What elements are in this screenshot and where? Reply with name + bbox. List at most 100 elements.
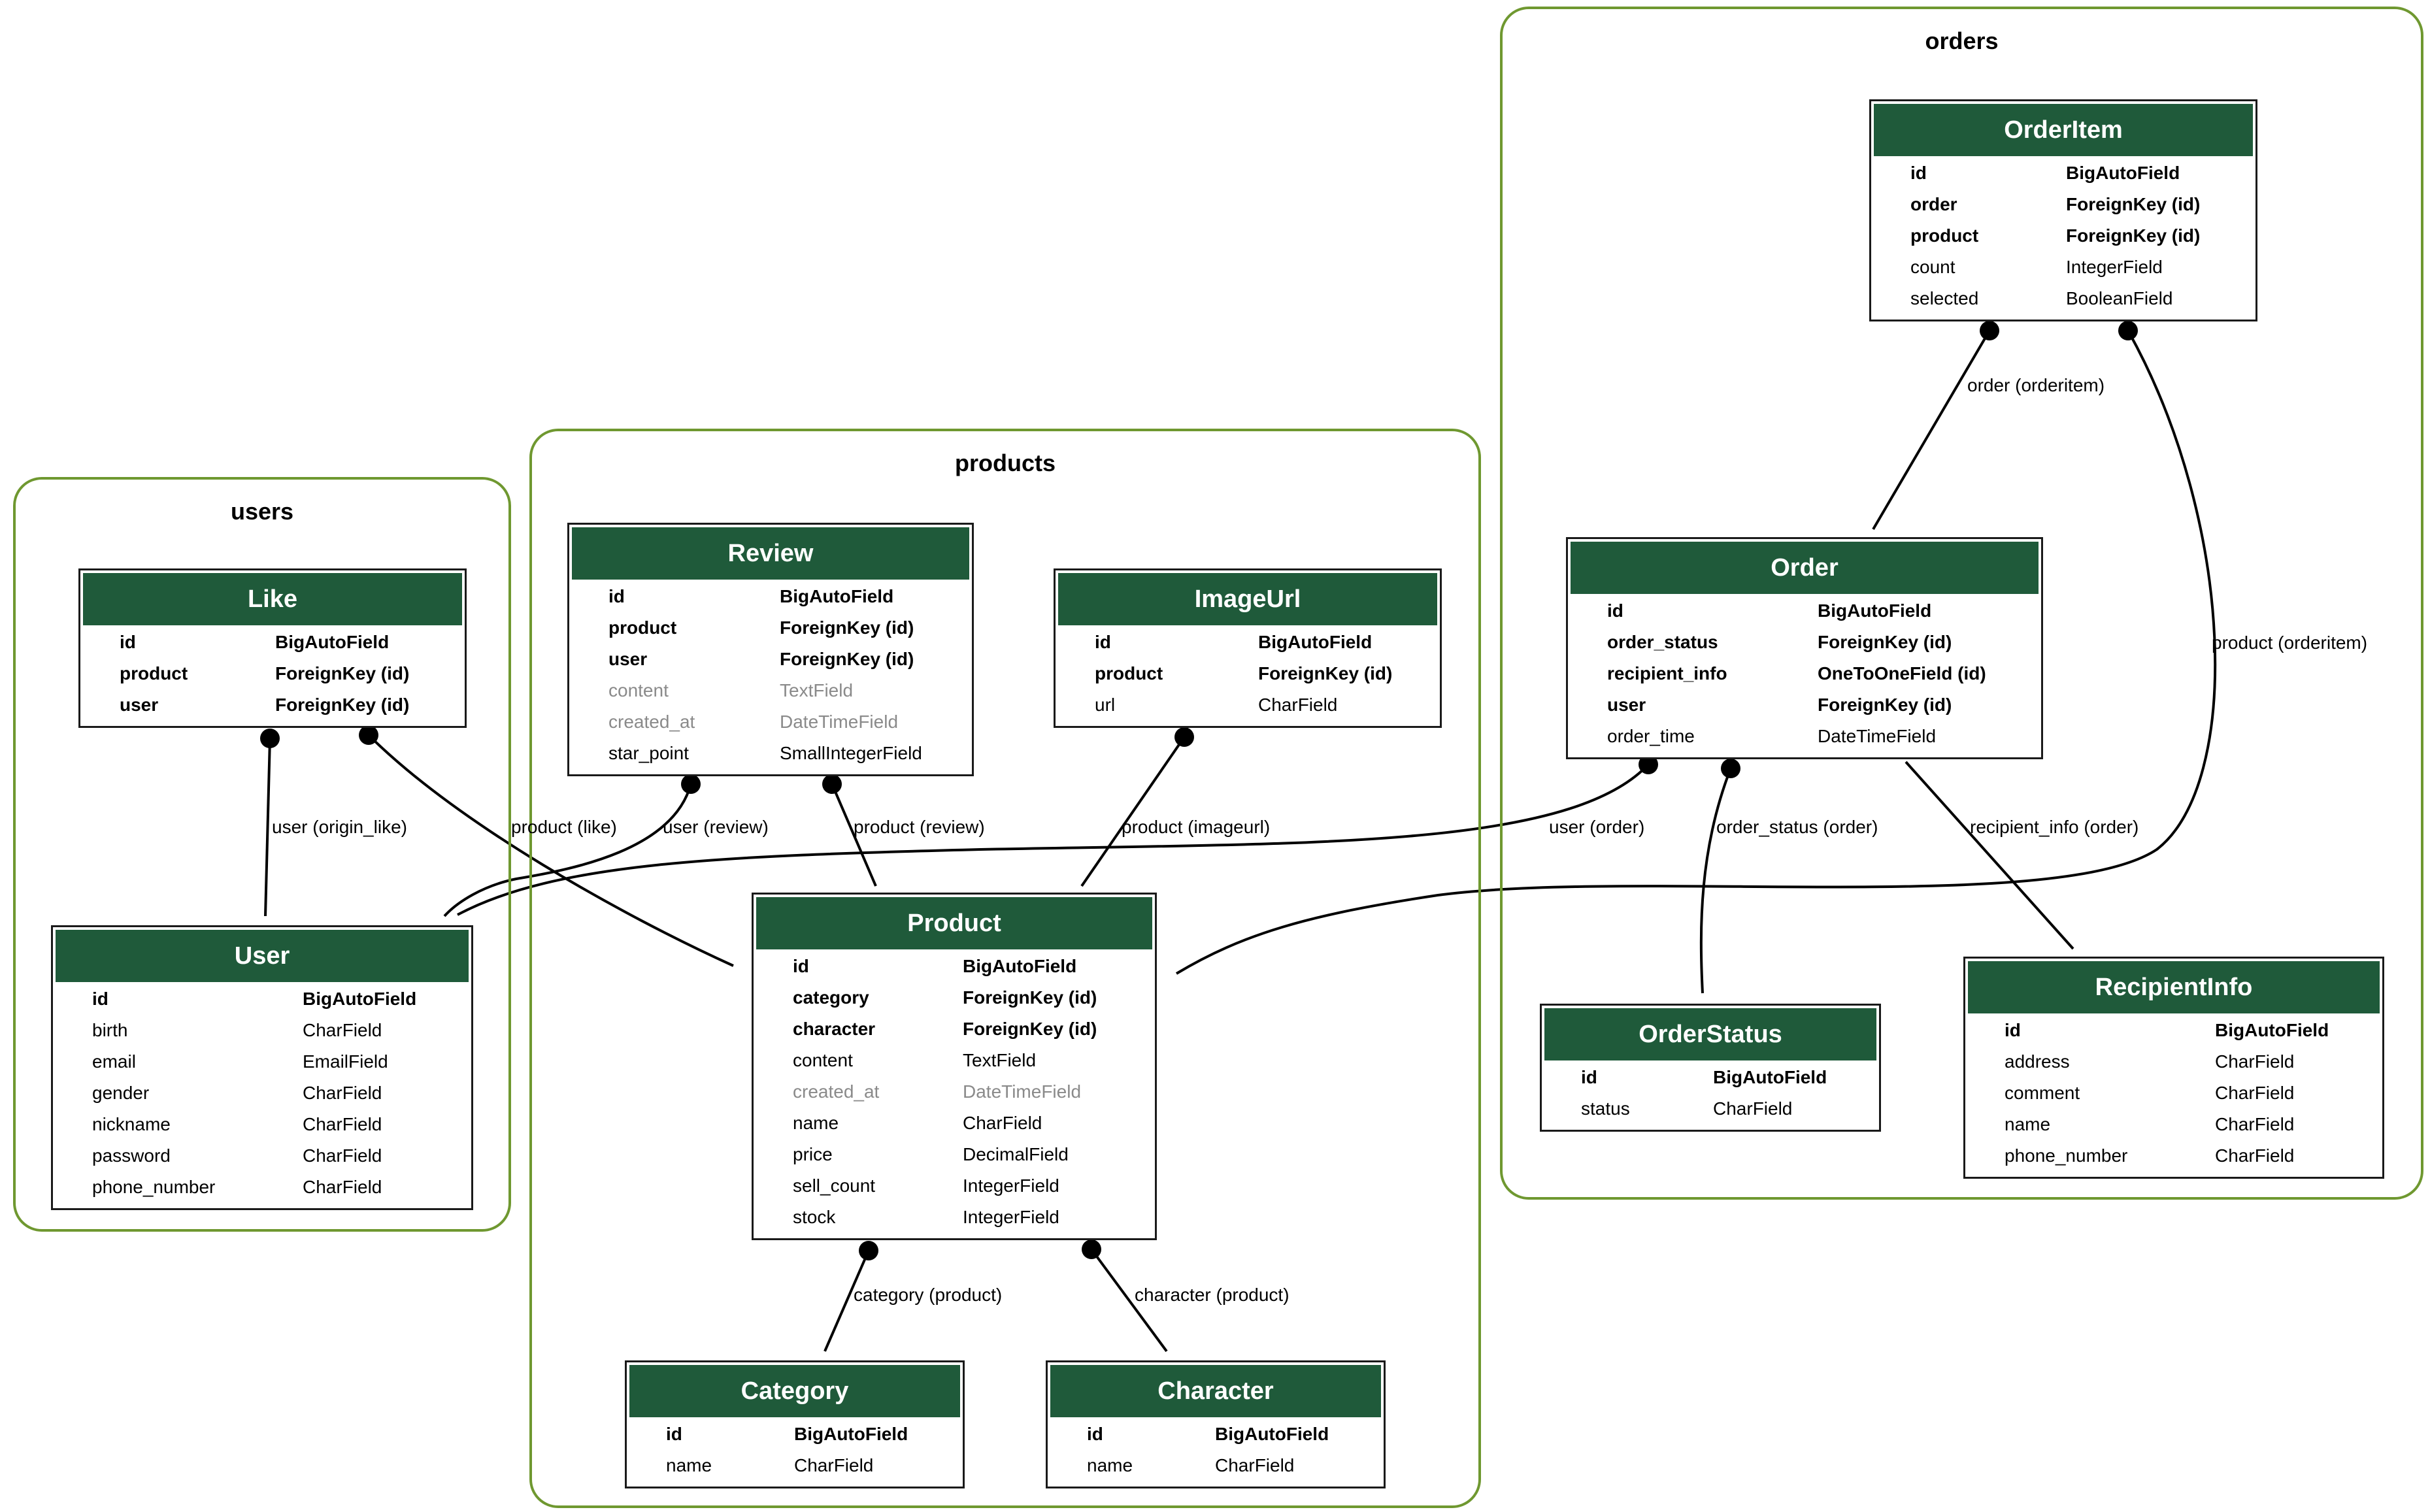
field-type: BigAutoField	[1258, 632, 1373, 652]
field-type: CharField	[794, 1455, 874, 1475]
field-type: BigAutoField	[275, 632, 390, 652]
field-type: CharField	[963, 1113, 1042, 1133]
field-type: BigAutoField	[303, 989, 417, 1009]
edge-product-orderitem	[1175, 330, 2217, 975]
field-name: id	[1581, 1067, 1597, 1087]
field-name: selected	[1910, 288, 1979, 308]
field-name: email	[92, 1051, 136, 1072]
field-name: id	[793, 956, 809, 976]
field-type: ForeignKey (id)	[780, 649, 914, 669]
field-name: product	[608, 617, 677, 638]
edge-user-origin-like	[264, 738, 271, 917]
edge-dot	[1980, 321, 1999, 340]
edge-dot	[822, 774, 842, 794]
model-title: Like	[83, 573, 462, 625]
field-type: DateTimeField	[1818, 726, 1937, 746]
field-type: OneToOneField (id)	[1818, 663, 1986, 683]
field-type: CharField	[2215, 1083, 2295, 1103]
field-type: ForeignKey (id)	[1818, 632, 1952, 652]
field-type: BigAutoField	[963, 956, 1077, 976]
field-type: CharField	[303, 1145, 382, 1166]
model-title: Character	[1050, 1365, 1381, 1417]
model-title: OrderStatus	[1544, 1008, 1876, 1060]
edge-dot	[1082, 1240, 1101, 1259]
field-name: recipient_info	[1607, 663, 1727, 683]
field-type: CharField	[303, 1083, 382, 1103]
field-name: count	[1910, 257, 1956, 277]
field-name: id	[666, 1424, 682, 1444]
field-type: BigAutoField	[794, 1424, 908, 1444]
field-row: gender CharField	[53, 1077, 471, 1109]
cluster-orders: orders	[1500, 7, 2423, 1200]
field-name: content	[793, 1050, 853, 1070]
field-type: BigAutoField	[1215, 1424, 1329, 1444]
field-type: BigAutoField	[780, 586, 894, 606]
field-type: ForeignKey (id)	[275, 695, 410, 715]
edge-dot	[1174, 727, 1194, 747]
field-type: SmallIntegerField	[780, 743, 922, 763]
edge-dot	[260, 729, 280, 748]
edge-label-category-product: category (product)	[854, 1285, 1003, 1305]
edge-dot	[859, 1241, 878, 1260]
field-name: address	[2005, 1051, 2070, 1072]
field-type: ForeignKey (id)	[2066, 194, 2201, 214]
field-name: name	[793, 1113, 839, 1133]
field-name: name	[1087, 1455, 1133, 1475]
model-title: ImageUrl	[1058, 573, 1437, 625]
field-name: id	[608, 586, 625, 606]
field-name: url	[1095, 695, 1116, 715]
field-name: id	[1607, 600, 1623, 621]
field-type: ForeignKey (id)	[1818, 695, 1952, 715]
field-type: TextField	[963, 1050, 1037, 1070]
model-title: Product	[756, 897, 1152, 949]
field-name: phone_number	[92, 1177, 216, 1197]
field-name: character	[793, 1019, 876, 1039]
field-row: id BigAutoField	[569, 581, 972, 612]
edge-label-product-like: product (like)	[511, 817, 617, 837]
field-type: CharField	[2215, 1114, 2295, 1134]
field-type: BigAutoField	[2215, 1020, 2329, 1040]
field-name: user	[608, 649, 648, 669]
field-type: TextField	[780, 680, 854, 700]
model-title: User	[56, 930, 469, 982]
field-row: user ForeignKey (id)	[569, 644, 972, 675]
field-name: created_at	[608, 712, 695, 732]
field-name: gender	[92, 1083, 150, 1103]
edge-user-review	[443, 783, 692, 917]
field-name: phone_number	[2005, 1145, 2128, 1166]
field-type: DateTimeField	[963, 1081, 1082, 1102]
